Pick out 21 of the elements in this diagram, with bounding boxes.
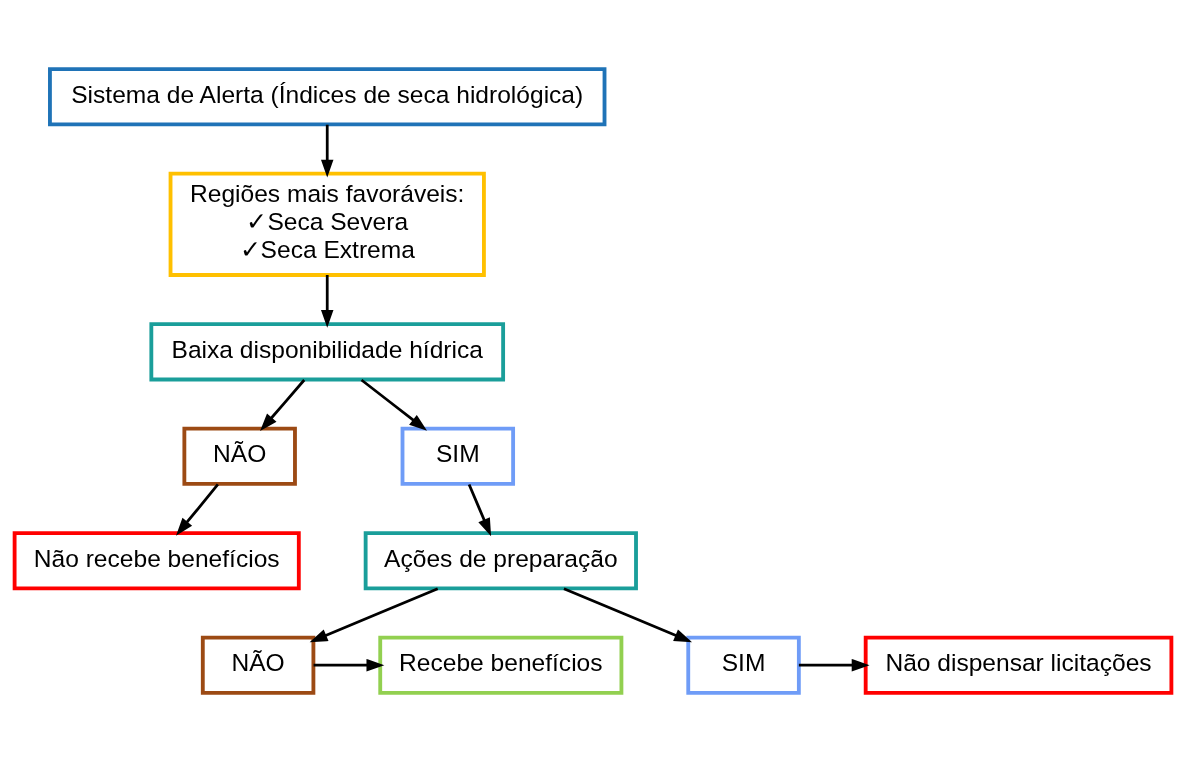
arrow	[320, 124, 334, 178]
node-box: Baixa disponibilidade hídrica	[149, 322, 506, 382]
node-box: Sistema de Alerta (Índices de seca hidrológica)	[48, 67, 607, 127]
node-box: NÃO	[200, 635, 316, 695]
arrow	[313, 658, 385, 672]
node-box: Recebe benefícios	[378, 635, 624, 695]
arrow	[798, 658, 870, 672]
arrow	[309, 587, 439, 643]
node-box: NÃO	[182, 426, 297, 486]
arrow	[260, 379, 306, 432]
node-box: Regiões mais favoráveis: ✓Seca Severa ✓Seca Extrema	[168, 171, 486, 277]
arrow	[360, 378, 428, 431]
node-box: SIM	[400, 426, 516, 486]
arrow	[176, 483, 219, 536]
arrow	[563, 587, 693, 643]
node-box: Ações de preparação	[363, 531, 638, 591]
arrow	[467, 483, 492, 537]
node-box: SIM	[686, 635, 801, 695]
node-box: Não recebe benefícios	[12, 531, 301, 591]
arrow	[320, 275, 334, 328]
node-box: Não dispensar licitações	[863, 635, 1174, 695]
